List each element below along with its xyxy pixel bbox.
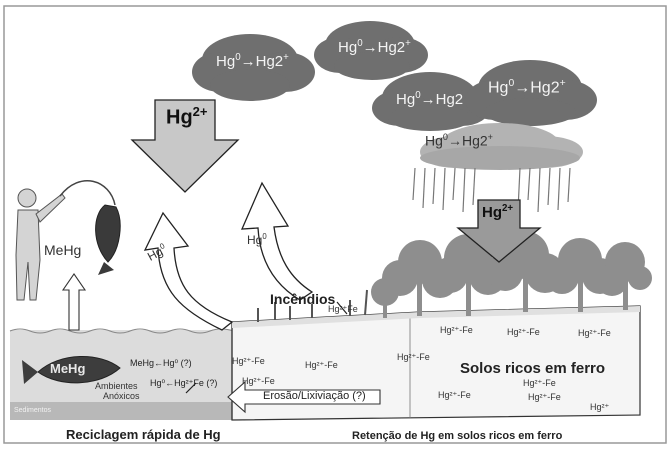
soil-hgfe-9: Hg²⁺-Fe <box>523 378 556 388</box>
hg0-arrow-2 <box>240 181 314 301</box>
hg0-arrow-1 <box>143 211 234 331</box>
incendios-label: Incêndios <box>270 291 336 307</box>
fisherman <box>15 188 66 301</box>
clouds <box>192 21 597 131</box>
sedimentos-label: Sedimentos <box>14 407 51 414</box>
hg2-label-left: Hg2+ <box>166 104 208 129</box>
cloud-label-5: Hg0→Hg2+ <box>425 132 493 149</box>
cloud-2 <box>314 21 428 80</box>
mehg-up-arrow <box>61 273 87 331</box>
soil-hgfe-3: Hg²⁺-Fe <box>242 376 275 386</box>
hg0-label-2: Hg0 <box>247 232 267 247</box>
ambientes-label: Ambientes <box>95 381 138 391</box>
fishing-rod <box>59 179 116 206</box>
hgfe-reaction-label: Hg⁰←Hg²⁺Fe (?) <box>150 378 218 388</box>
soil-hgfe-7: Hg²⁺-Fe <box>578 328 611 338</box>
soil-hgfe-8: Hg²⁺-Fe <box>438 390 471 400</box>
cloud-1 <box>192 34 315 101</box>
soil-hgfe-4: Hg²⁺-Fe <box>397 352 430 362</box>
water-surface <box>9 328 235 334</box>
cloud-label-2: Hg0→Hg2+ <box>338 38 411 56</box>
forest <box>371 231 652 318</box>
soil-hgfe-10: Hg²⁺-Fe <box>528 392 561 402</box>
mehg-reaction-label: MeHg←Hg⁰ (?) <box>130 358 192 368</box>
frame <box>3 5 667 444</box>
fish-in-water <box>22 356 121 384</box>
caption-right: Retenção de Hg em solos ricos em ferro <box>352 430 563 442</box>
soil-hgfe-6: Hg²⁺-Fe <box>507 327 540 337</box>
solos-label: Solos ricos em ferro <box>460 360 606 377</box>
caption-left: Reciclagem rápida de Hg <box>66 427 221 442</box>
soil-hg2p: Hg²⁺ <box>590 402 610 412</box>
erosion-arrow <box>227 380 381 414</box>
anoxicos-label: Anóxicos <box>103 391 140 401</box>
mehg-label-fisher: MeHg <box>44 242 82 258</box>
cloud-label-4: Hg0→Hg2+ <box>488 78 566 97</box>
rain-cloud <box>420 123 583 170</box>
soil-hgfe-1: Hg²⁺-Fe <box>232 356 265 366</box>
hg2-deposition-arrow-right <box>456 199 542 263</box>
cloud-4 <box>465 60 597 126</box>
burnt-stumps <box>257 289 368 322</box>
hg2-deposition-arrow-left <box>130 99 240 193</box>
sediment-layer <box>10 402 234 420</box>
cloud-label-3: Hg0→Hg2 <box>396 90 464 108</box>
hg2-label-right: Hg2+ <box>482 203 514 221</box>
soil-hgfe-2: Hg²⁺-Fe <box>305 360 338 370</box>
soil-hgfe-5: Hg²⁺-Fe <box>440 325 473 335</box>
mehg-label-fish: MeHg <box>50 361 86 376</box>
soil-hgfe-crossed: Hg²⁺Fe <box>328 304 358 314</box>
cloud-label-1: Hg0→Hg2+ <box>216 52 289 70</box>
hanging-fish <box>95 204 121 275</box>
erosao-label: Erosão/Lixiviação (?) <box>263 390 366 402</box>
rain <box>412 167 571 213</box>
